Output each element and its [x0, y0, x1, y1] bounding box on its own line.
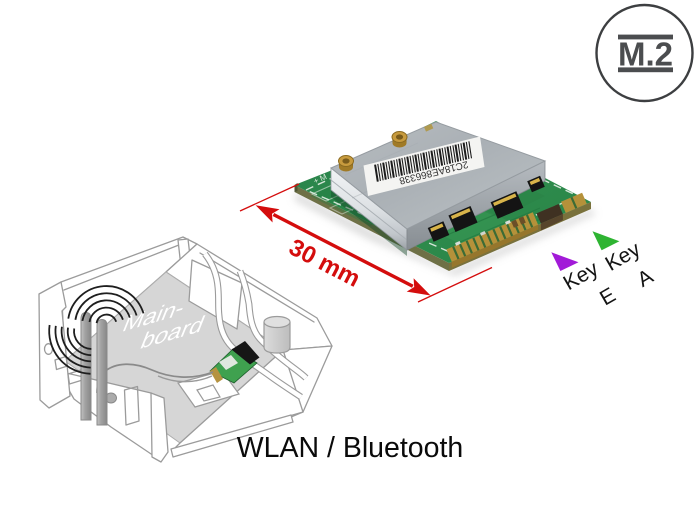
svg-text:WLAN / Bluetooth: WLAN / Bluetooth — [237, 432, 464, 464]
svg-text:M.2: M.2 — [618, 35, 673, 72]
